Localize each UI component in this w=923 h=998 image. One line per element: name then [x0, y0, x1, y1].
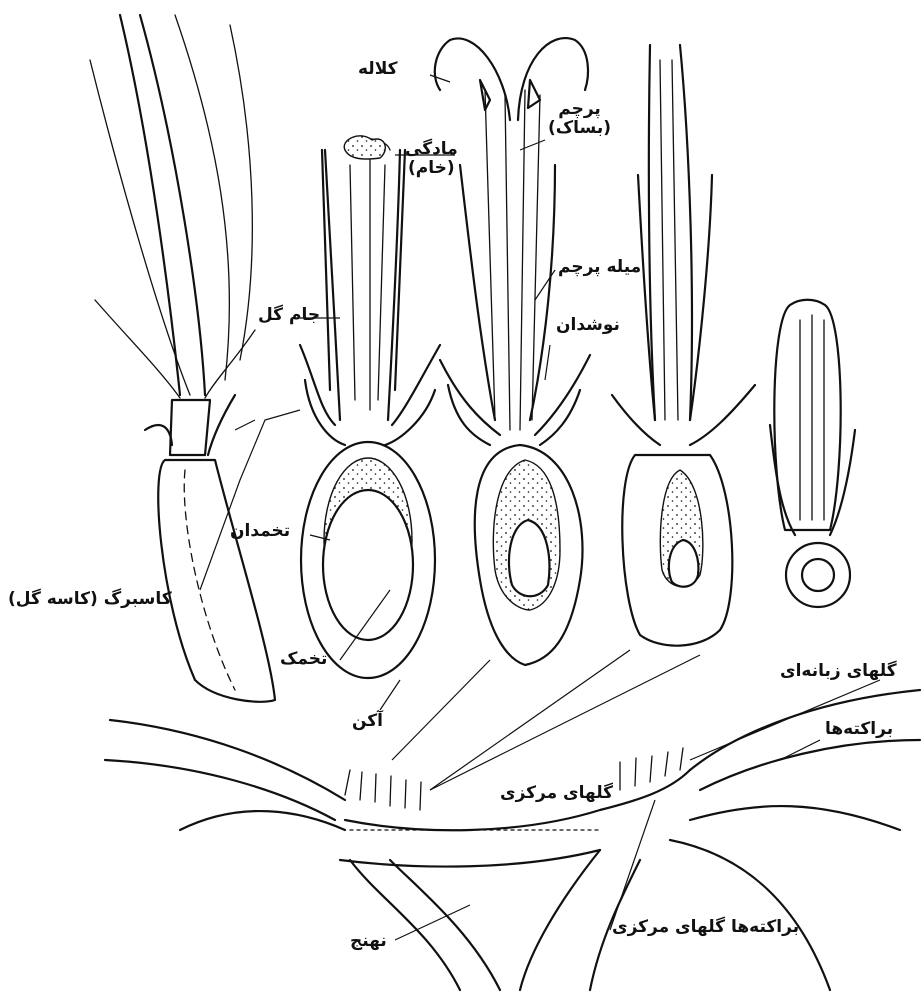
label-ovary: تخمدان [230, 522, 290, 541]
label-stigma: کلاله [358, 60, 398, 79]
label-disc-florets: گلهای مرکزی [500, 784, 613, 803]
label-nectary: نوشدان [556, 316, 620, 335]
label-sepal: کاسبرگ (کاسه گل) [8, 590, 172, 609]
label-stamen-anther: پرچم (بساک) [548, 100, 611, 137]
label-filament: میله پرچم [558, 258, 641, 277]
disc-floret-3-drawing [612, 45, 755, 646]
label-achene: آکن [352, 712, 383, 731]
young-floret-drawing [770, 300, 855, 607]
label-receptacle: نهنج [350, 932, 387, 951]
flower-head-drawing [105, 690, 920, 990]
label-corolla: جام گل [258, 306, 320, 325]
label-ovule: تخمک [280, 650, 327, 669]
label-ray-florets: گلهای زبانه‌ای [780, 662, 897, 681]
disc-floret-1-drawing [300, 136, 440, 678]
label-bracts: براکته‌ها [825, 720, 893, 739]
label-disc-floret-bracts: براکته‌ها گلهای مرکزی [612, 918, 799, 937]
label-pistil-style: مادگی (خام) [405, 140, 458, 177]
